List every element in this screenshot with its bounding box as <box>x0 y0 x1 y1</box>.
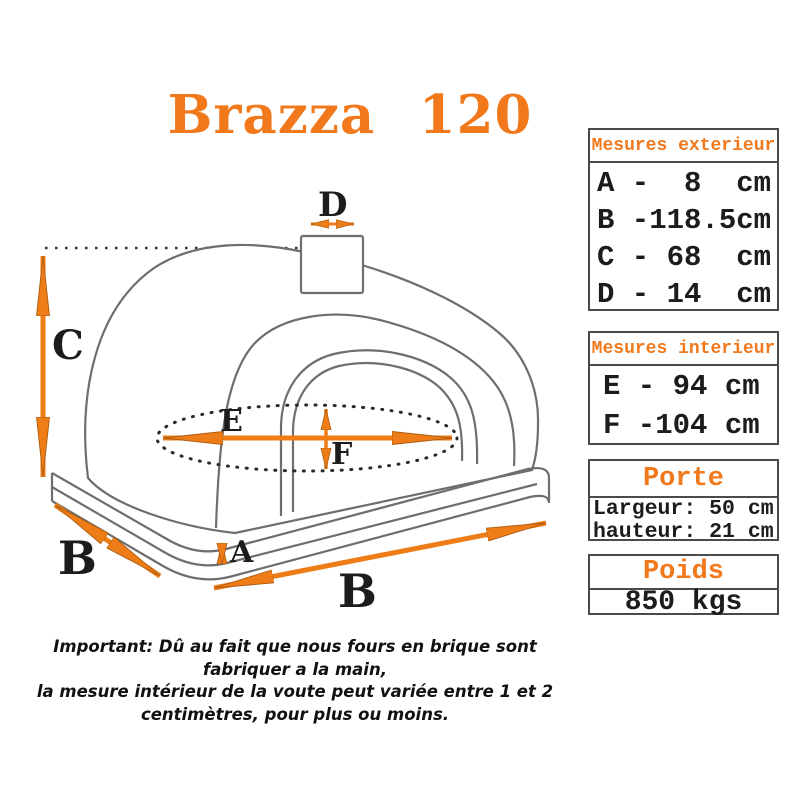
panel-poids-body: 850 kgs <box>590 587 777 618</box>
measure-row-a: A - 8 cm <box>597 167 772 200</box>
measure-row-b: B -118.5cm <box>597 204 772 237</box>
arrow-b-bottom <box>213 520 547 591</box>
panel-mesures-exterieur-header: Mesures exterieur <box>590 130 777 163</box>
measure-row-d: D - 14 cm <box>597 278 772 311</box>
arrow-b-left <box>53 502 162 579</box>
label-b-left: B <box>58 531 97 585</box>
label-c: C <box>52 322 84 369</box>
door-arch-inner <box>291 362 464 512</box>
door-arch-outer <box>279 349 479 516</box>
panel-mesures-interieur-body: E - 94 cm F -104 cm <box>590 366 777 445</box>
front-face-arch <box>214 313 516 529</box>
important-note: Important: Dû au fait que nous fours en … <box>12 636 578 726</box>
door-width-row: Largeur: 50 cm <box>593 497 774 521</box>
page-title: Brazza 120 <box>167 84 533 146</box>
weight-row: 850 kgs <box>624 587 743 618</box>
measure-row-e: E - 94 cm <box>603 370 760 403</box>
measure-row-c: C - 68 cm <box>597 241 772 274</box>
label-e: E <box>220 404 243 439</box>
panel-poids-header: Poids <box>590 556 777 590</box>
panel-poids: Poids 850 kgs <box>588 554 779 618</box>
important-note-line1: Important: Dû au fait que nous fours en … <box>53 637 537 679</box>
panel-porte-body: Largeur: 50 cm hauteur: 21 cm <box>590 498 777 543</box>
panel-mesures-interieur: Mesures interieur E - 94 cm F -104 cm <box>588 331 779 445</box>
label-d: D <box>318 185 347 225</box>
panel-mesures-interieur-header: Mesures interieur <box>590 333 777 366</box>
panel-mesures-exterieur-body: A - 8 cm B -118.5cm C - 68 cm D - 14 cm <box>590 163 777 313</box>
dimension-arrows <box>43 224 547 591</box>
panel-porte-header: Porte <box>590 461 777 498</box>
label-b-bottom: B <box>338 564 377 618</box>
label-f: F <box>331 437 352 472</box>
door-height-row: hauteur: 21 cm <box>593 519 774 544</box>
panel-porte: Porte Largeur: 50 cm hauteur: 21 cm <box>588 459 779 543</box>
label-a: A <box>229 535 254 570</box>
measure-row-f: F -104 cm <box>603 409 760 442</box>
interior-floor-ellipse <box>155 403 459 473</box>
chimney <box>299 234 365 295</box>
panel-mesures-exterieur: Mesures exterieur A - 8 cm B -118.5cm C … <box>588 128 779 311</box>
important-note-line2: la mesure intérieur de la voute peut var… <box>36 682 554 724</box>
